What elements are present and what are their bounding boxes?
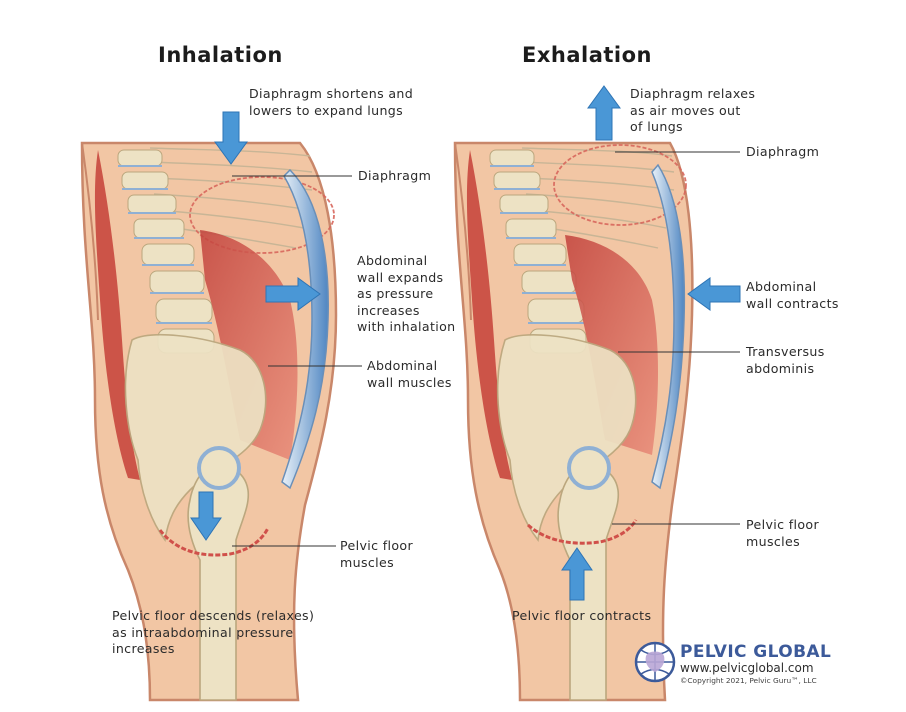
inhalation-abdominal-wall-muscles-label: Abdominal wall muscles [367, 358, 452, 390]
pelvic-floor [527, 519, 638, 545]
logo-copyright: ©Copyright 2021, Pelvic Guru™, LLC [680, 676, 817, 685]
exhalation-pelvic-floor-muscles-label: Pelvic floor muscles [746, 517, 819, 549]
down-arrow-icon [214, 111, 248, 165]
globe-pelvis-logo-icon [634, 641, 676, 683]
exhalation-abdominal-wall-action-label: Abdominal wall contracts [746, 279, 839, 311]
logo-url: www.pelvicglobal.com [680, 661, 814, 675]
spine [117, 149, 215, 354]
leader-lines [232, 151, 740, 547]
back-muscle [94, 150, 140, 480]
inhalation-abdominal-wall-action-label: Abdominal wall expands as pressure incre… [357, 253, 456, 335]
diaphragm-shape [189, 176, 335, 254]
exhalation-pelvic-floor-action-label: Pelvic floor contracts [512, 608, 652, 623]
exhalation-transversus-abdominis-label: Transversus abdominis [746, 344, 825, 376]
up-arrow-icon [561, 547, 593, 601]
up-arrow-icon [587, 85, 621, 141]
pelvis [124, 334, 267, 543]
femur [557, 465, 620, 701]
inhalation-pelvic-floor-action-label: Pelvic floor descends (relaxes) as intra… [112, 608, 315, 657]
exhalation-diaphragm-label: Diaphragm [746, 144, 820, 159]
abdominal-fascia [651, 163, 686, 490]
inhalation-title: Inhalation [158, 43, 283, 67]
inhalation-body [80, 141, 338, 702]
left-arrow-icon [687, 277, 741, 311]
exhalation-title: Exhalation [522, 43, 652, 67]
exhalation-diaphragm-action-label: Diaphragm relaxes as air moves out of lu… [630, 86, 756, 135]
inhalation-diaphragm-action-label: Diaphragm shortens and lowers to expand … [249, 86, 414, 118]
inhalation-diaphragm-label: Diaphragm [358, 168, 432, 183]
back-muscle [466, 150, 512, 480]
exhalation-body [453, 141, 694, 702]
right-arrow-icon [265, 277, 321, 311]
abdominal-fascia [281, 168, 329, 490]
logo-name: PELVIC GLOBAL [680, 642, 832, 662]
diaphragm-shape [553, 144, 687, 226]
pelvic-floor [158, 527, 270, 557]
inhalation-pelvic-floor-muscles-label: Pelvic floor muscles [340, 538, 413, 570]
down-arrow-icon [190, 491, 222, 541]
